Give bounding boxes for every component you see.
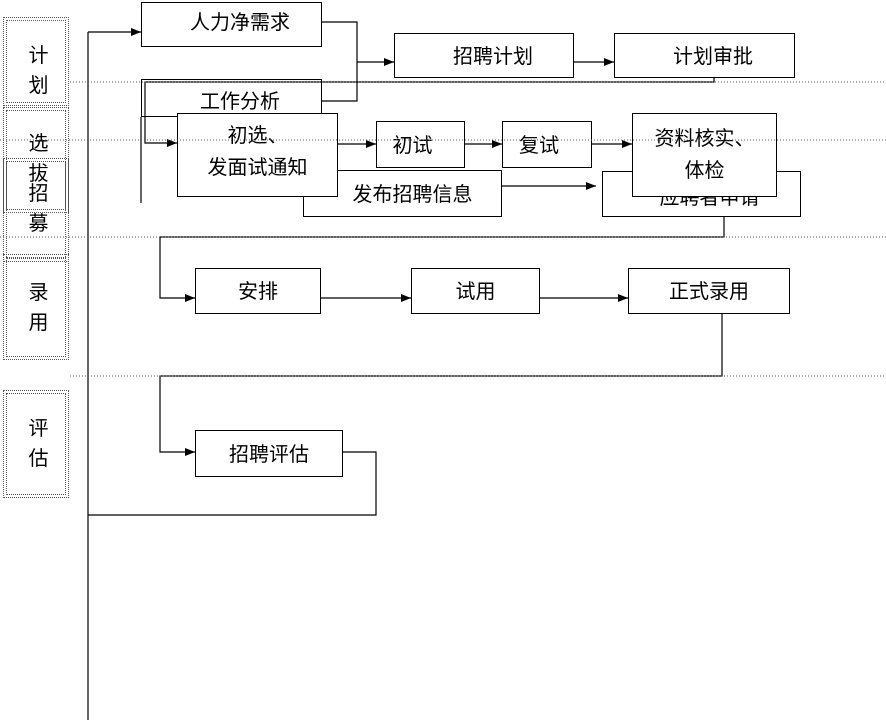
node-net-demand-label: 人力净需求	[190, 10, 290, 34]
node-second-interview: 复试	[502, 121, 592, 168]
node-first-interview-label: 初试	[392, 132, 433, 157]
node-first-interview: 初试	[376, 121, 465, 168]
connector-demand-analysis-bracket	[322, 21, 358, 102]
node-arrangement-label: 安排	[238, 279, 278, 303]
node-verify: 资料核实、 体检	[632, 113, 777, 197]
node-arrangement: 安排	[195, 268, 321, 314]
stage-label-selection: 选拔	[28, 131, 49, 185]
node-probation-label: 试用	[455, 279, 496, 303]
node-job-analysis: 工作分析	[141, 79, 322, 117]
node-net-demand: 人力净需求	[141, 2, 322, 47]
stage-box-plan	[3, 17, 69, 106]
node-evaluation-label: 招聘评估	[229, 441, 309, 466]
node-recruit-plan: 招聘计划	[394, 33, 574, 78]
node-verify-line2: 体检	[684, 158, 725, 182]
stage-label-recruit: 招募	[28, 181, 49, 235]
node-screening: 初选、 发面试通知	[177, 113, 338, 197]
node-screening-line2: 发面试通知	[207, 155, 308, 179]
stage-box-recruit	[3, 158, 69, 262]
stage-label-evaluation: 评估	[28, 416, 49, 470]
stage-label-hire: 录用	[28, 280, 49, 334]
node-second-interview-label: 复试	[519, 132, 559, 157]
stage-label-plan: 计划	[28, 43, 49, 97]
node-formal-hire-label: 正式录用	[669, 279, 749, 303]
node-publish-info-label: 发布招聘信息	[352, 181, 473, 206]
node-plan-approval: 计划审批	[614, 33, 795, 78]
node-plan-approval-label: 计划审批	[673, 43, 753, 68]
node-probation: 试用	[411, 268, 540, 314]
stage-box-hire	[3, 254, 69, 360]
node-evaluation: 招聘评估	[195, 430, 343, 477]
node-formal-hire: 正式录用	[628, 268, 790, 314]
node-recruit-plan-label: 招聘计划	[453, 43, 533, 68]
stage-box-evaluation	[3, 390, 69, 498]
node-verify-line1: 资料核实、	[654, 126, 755, 150]
node-screening-line1: 初选、	[227, 123, 288, 147]
